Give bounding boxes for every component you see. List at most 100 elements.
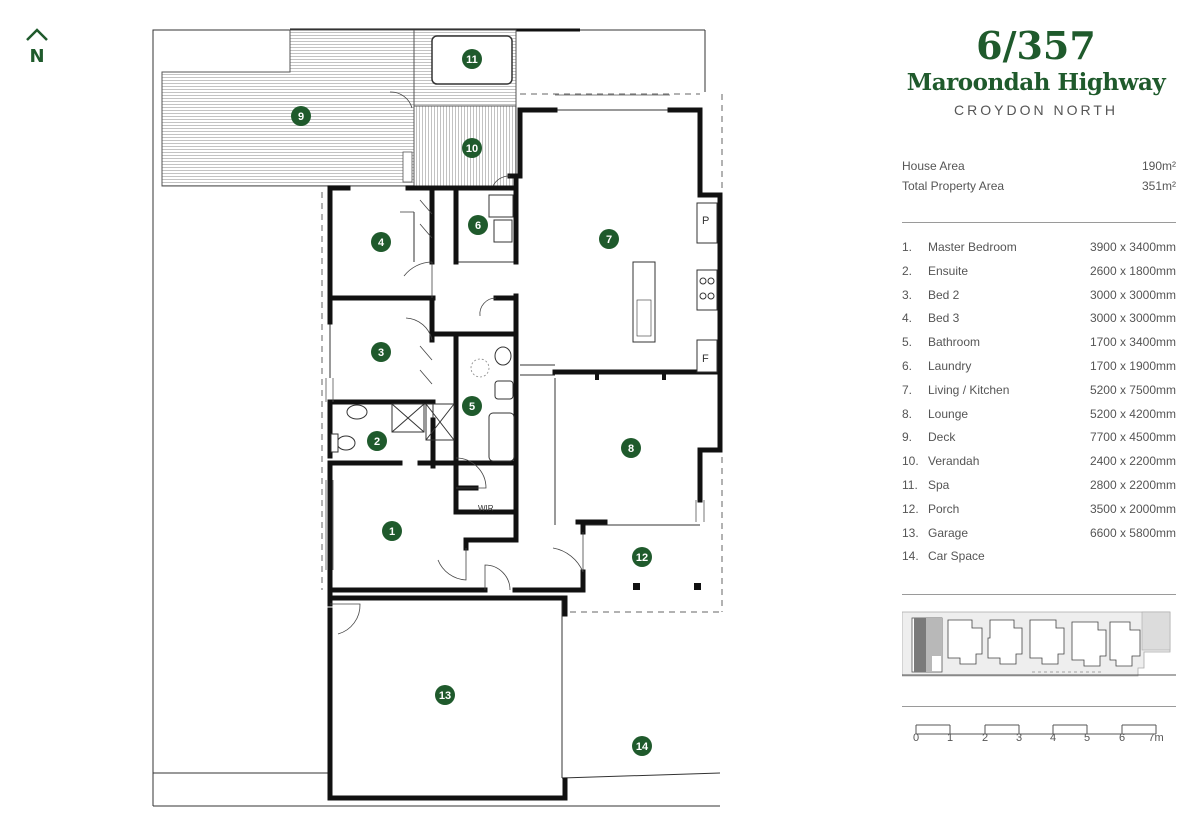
room-dimensions: 1700 x 1900mm [1089, 358, 1176, 373]
room-name: Bathroom [928, 335, 981, 350]
room-number: 5. [902, 335, 913, 350]
scale-ruler [915, 724, 1157, 735]
scale-label: 1 [946, 732, 954, 744]
room-badge-14: 14 [632, 736, 652, 756]
room-number: 12. [902, 501, 919, 516]
room-name: Verandah [928, 454, 980, 469]
wir-label: WIR [478, 504, 494, 513]
room-badge-9: 9 [291, 106, 311, 126]
area-row: Total Property Area 351m² [902, 176, 1176, 196]
room-badge-11: 11 [462, 49, 482, 69]
room-name: Laundry [928, 358, 972, 373]
scale-label: 2 [981, 732, 989, 744]
room-dimensions: 3900 x 3400mm [1089, 240, 1176, 254]
room-name: Ensuite [928, 263, 969, 278]
room-dimensions: 5200 x 4200mm [1089, 406, 1176, 421]
room-dimensions: 3500 x 2000mm [1089, 501, 1176, 516]
room-number: 7. [902, 382, 913, 397]
title-block: 6/357 Maroondah Highway CROYDON NORTH [886, 24, 1186, 119]
room-number: 4. [902, 311, 913, 326]
svg-text:13: 13 [439, 690, 451, 702]
room-badge-2: 2 [367, 431, 387, 451]
area-label: House Area [902, 159, 965, 173]
walls [327, 107, 723, 801]
room-dimensions: 2800 x 2200mm [1089, 477, 1176, 492]
scale-label: 3 [1015, 732, 1023, 744]
room-row: 4. Bed 3 3000 x 3000mm [902, 307, 1176, 331]
shower-screens [391, 403, 455, 441]
room-badge-5: 5 [462, 396, 482, 416]
room-number: 2. [902, 263, 913, 278]
room-number: 14. [902, 549, 919, 564]
room-dimensions: 1700 x 3400mm [1089, 335, 1176, 350]
glazing [325, 94, 705, 570]
scale-label: 0 [912, 732, 920, 744]
pantry-label: P [702, 215, 709, 227]
room-row: 14.Car Space [902, 545, 1176, 569]
room-dimensions: 3000 x 3000mm [1089, 311, 1176, 326]
room-number: 10. [902, 454, 919, 469]
area-value: 190m² [1141, 159, 1176, 173]
room-badge-4: 4 [371, 232, 391, 252]
room-name: Living / Kitchen [928, 382, 1010, 397]
room-badge-1: 1 [382, 521, 402, 541]
room-row: 3. Bed 2 3000 x 3000mm [902, 284, 1176, 308]
room-name: Garage [928, 525, 969, 540]
area-summary: House Area 190m² Total Property Area 351… [902, 156, 1176, 196]
scale-label: 5 [1083, 732, 1091, 744]
floor-plan: P F WIR 1 2 3 4 5 6 7 8 9 10 11 12 13 14 [152, 28, 723, 807]
chevron-up-icon [26, 28, 48, 41]
svg-text:4: 4 [378, 237, 385, 249]
room-number: 11. [902, 477, 918, 492]
room-row: 7. Living / Kitchen 5200 x 7500mm [902, 379, 1176, 403]
room-name: Master Bedroom [928, 240, 1017, 254]
room-dimensions: 6600 x 5800mm [1089, 525, 1176, 540]
room-name: Lounge [928, 406, 969, 421]
room-badge-10: 10 [462, 138, 482, 158]
svg-text:9: 9 [298, 111, 304, 123]
scale-label: 7m [1148, 732, 1164, 744]
svg-text:6: 6 [475, 220, 481, 232]
room-row: 8. Lounge 5200 x 4200mm [902, 403, 1176, 427]
divider [902, 594, 1176, 595]
room-badge-7: 7 [599, 229, 619, 249]
room-badge-12: 12 [632, 547, 652, 567]
fridge-label: F [702, 353, 709, 365]
svg-text:1: 1 [389, 526, 395, 538]
area-label: Total Property Area [902, 179, 1005, 193]
room-row: 5. Bathroom 1700 x 3400mm [902, 331, 1176, 355]
room-dimensions: 2600 x 1800mm [1089, 263, 1176, 278]
area-row: House Area 190m² [902, 156, 1176, 176]
svg-text:5: 5 [469, 401, 475, 413]
room-row: 10. Verandah 2400 x 2200mm [902, 450, 1176, 474]
deck-steps [402, 151, 413, 183]
room-row: 2. Ensuite 2600 x 1800mm [902, 260, 1176, 284]
doors [330, 91, 584, 635]
room-badge-6: 6 [468, 215, 488, 235]
svg-text:2: 2 [374, 436, 380, 448]
room-dimensions: 3000 x 3000mm [1089, 287, 1176, 302]
room-name: Bed 2 [928, 287, 960, 302]
room-dimensions: 5200 x 7500mm [1089, 382, 1176, 397]
room-number: 1. [902, 240, 913, 254]
room-dimensions: 2400 x 2200mm [1089, 454, 1176, 469]
room-number: 3. [902, 287, 913, 302]
room-badge-13: 13 [435, 685, 455, 705]
north-point: N [22, 24, 52, 84]
room-name: Bed 3 [928, 311, 960, 326]
room-name: Deck [928, 430, 956, 445]
divider [902, 222, 1176, 223]
room-number: 6. [902, 358, 913, 373]
shower-rose [470, 358, 490, 378]
svg-text:11: 11 [466, 54, 478, 66]
room-number: 9. [902, 430, 913, 445]
room-number: 8. [902, 406, 913, 421]
deck [161, 29, 415, 187]
room-row: 1. Master Bedroom 3900 x 3400mm [902, 236, 1176, 260]
scale-bar: 0 1 2 3 4 5 6 7m [902, 722, 1164, 744]
north-label: N [29, 46, 45, 67]
fixtures [330, 194, 718, 462]
